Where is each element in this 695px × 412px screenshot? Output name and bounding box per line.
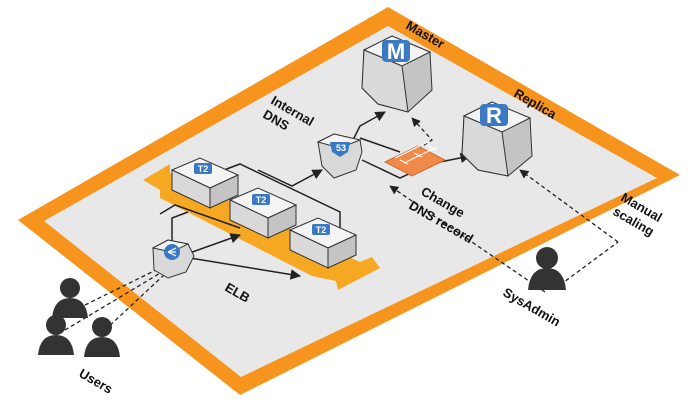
users-to-elb-2 xyxy=(64,271,163,331)
firewall-link xyxy=(359,137,401,153)
sysadmin-label: SysAdmin xyxy=(501,285,564,330)
elb-node[interactable] xyxy=(151,239,195,279)
master-node[interactable]: M xyxy=(361,35,433,113)
sysadmin-to-scaling xyxy=(559,241,619,286)
instance-1-text: T2 xyxy=(198,164,209,174)
instance-2-link xyxy=(159,204,241,229)
route53-icon xyxy=(330,142,350,157)
elb-to-instance-1 xyxy=(171,211,189,245)
replica-node[interactable]: R xyxy=(461,101,533,177)
instance-2-text: T2 xyxy=(256,195,267,205)
sysadmin-person-icon xyxy=(528,247,566,290)
master-db-icon xyxy=(382,40,410,62)
ec2-icon xyxy=(312,224,330,235)
platform-surface xyxy=(44,26,657,377)
elb-to-instance-3 xyxy=(189,257,302,280)
elb-to-instance-2 xyxy=(183,233,241,256)
bus-to-dns xyxy=(257,169,323,187)
dashed-connections xyxy=(64,117,619,331)
sysadmin-to-firewall xyxy=(389,185,546,293)
instance-1[interactable]: T2 xyxy=(170,157,240,209)
instance-3[interactable]: T2 xyxy=(288,217,358,269)
instance-3-text: T2 xyxy=(316,225,327,235)
dns-to-master xyxy=(351,111,386,143)
ec2-icon xyxy=(252,194,270,205)
master-letter: M xyxy=(387,39,405,64)
users-group-icon xyxy=(38,278,120,357)
instance-2[interactable]: T2 xyxy=(228,187,298,239)
route53-text: 53 xyxy=(336,143,346,153)
replica-letter: R xyxy=(486,103,502,128)
dns-node[interactable]: 53 xyxy=(316,133,363,179)
firewall-icon xyxy=(383,141,447,177)
platform xyxy=(18,7,680,395)
sysadmin-scaling-to-replica xyxy=(519,169,619,243)
users-label: Users xyxy=(77,366,116,397)
ec2-icon xyxy=(194,163,212,174)
replica-db-icon xyxy=(480,104,508,126)
sysadmin-to-master xyxy=(399,117,434,161)
